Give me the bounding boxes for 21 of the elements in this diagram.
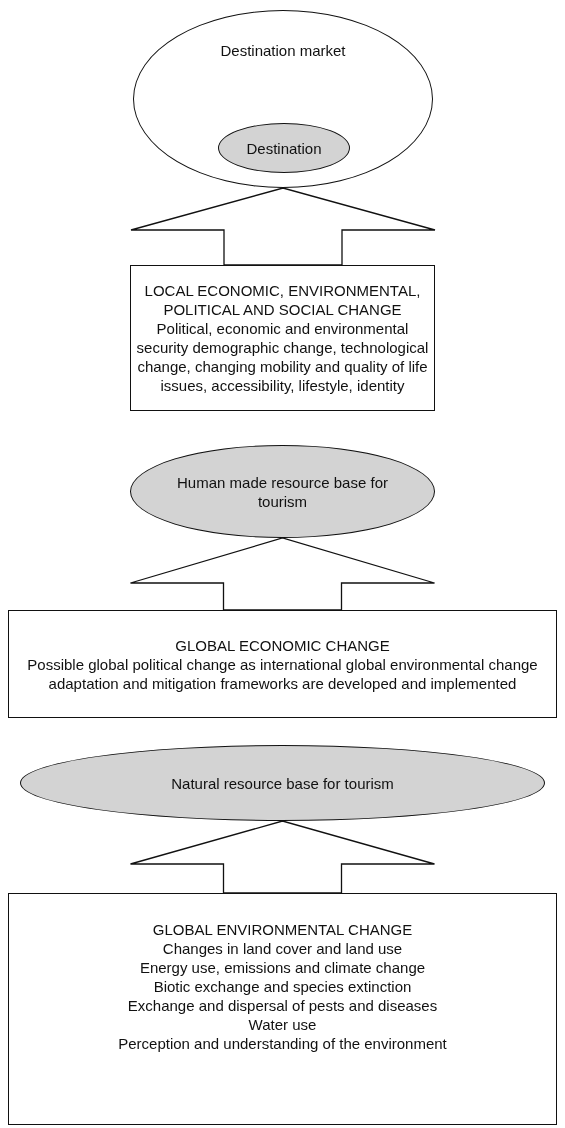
text-box: [8, 893, 557, 1125]
text-box: [130, 265, 435, 411]
node-text: Human made resource base for tourism: [176, 472, 389, 511]
node-text: Possible global political change as international global environmental change adaptation and mitigation frameworks are developed and implemented: [26, 654, 539, 693]
block-arrow: [130, 187, 436, 266]
node-text: Perception and understanding of the environment: [118, 1034, 447, 1053]
node-heading: GLOBAL ENVIRONMENTAL CHANGE: [152, 920, 413, 939]
text-box: [8, 610, 557, 718]
node-text: Changes in land cover and land use: [162, 939, 403, 958]
block-arrow: [129, 537, 436, 611]
node-text: Destination market: [220, 41, 346, 60]
node-heading: GLOBAL ECONOMIC CHANGE: [175, 635, 390, 655]
node-text: Destination: [246, 138, 322, 158]
block-arrow: [129, 820, 436, 894]
node-heading: LOCAL ECONOMIC, ENVIRONMENTAL, POLITICAL AND SOCIAL CHANGE: [143, 281, 422, 319]
node-text: Biotic exchange and species extinction: [153, 977, 412, 996]
node-text: Energy use, emissions and climate change: [139, 958, 426, 977]
node-text: Political, economic and environmental security demographic change, technological change, changing mobility and quality of life issues, accessibility, lifestyle, identity: [135, 319, 430, 395]
node-text: Water use: [248, 1015, 317, 1034]
node-text: Exchange and dispersal of pests and diseases: [127, 996, 438, 1015]
node-text: Natural resource base for tourism: [171, 773, 394, 793]
